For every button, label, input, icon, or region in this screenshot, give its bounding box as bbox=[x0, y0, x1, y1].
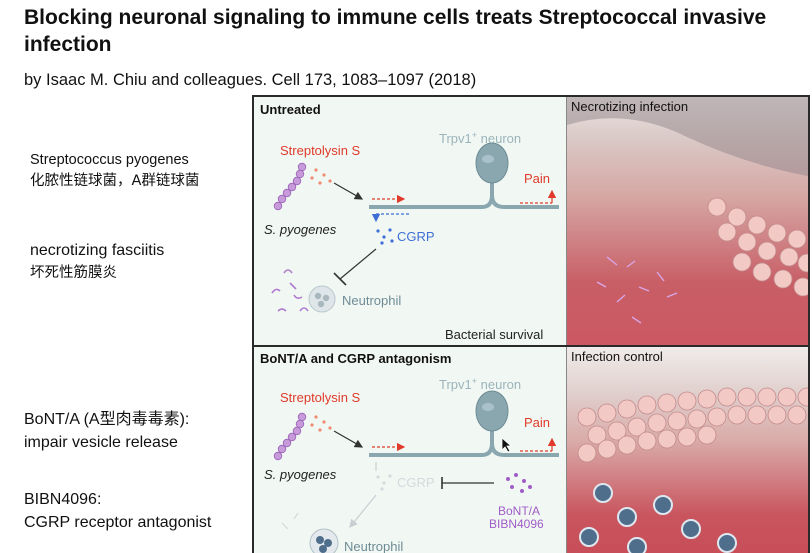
note-streptococcus: Streptococcus pyogenes 化脓性链球菌，A群链球菌 bbox=[30, 150, 199, 192]
treated-panel: BoNT/A and CGRP antagonism Streptolysin … bbox=[254, 347, 566, 553]
neuron-icon bbox=[475, 142, 509, 184]
note-line1: Streptococcus pyogenes bbox=[30, 152, 189, 168]
bacteria-chain-icon bbox=[273, 162, 307, 211]
neuron-icon bbox=[475, 390, 509, 432]
treated-schematic: Streptolysin S S. pyogenes Trpv1+ neuron… bbox=[264, 376, 559, 553]
citation: by Isaac M. Chiu and colleagues. Cell 17… bbox=[24, 71, 477, 89]
pain-label: Pain bbox=[524, 415, 550, 430]
neutrophil-arrow bbox=[349, 494, 377, 528]
panel-divider bbox=[254, 345, 808, 347]
panel-title: BoNT/A and CGRP antagonism bbox=[260, 351, 452, 366]
nerve-fiber bbox=[369, 181, 494, 209]
note-line2: CGRP receptor antagonist bbox=[24, 514, 212, 531]
toxin-dots bbox=[310, 168, 332, 185]
note-line2: impair vesicle release bbox=[24, 434, 178, 451]
neutrophil-icon bbox=[309, 528, 339, 553]
cgrp-label: CGRP bbox=[397, 229, 435, 244]
cgrp-dots-faded bbox=[376, 474, 392, 491]
tissue-cells bbox=[707, 197, 808, 297]
cgrp-label: CGRP bbox=[397, 475, 435, 490]
neutrophil-icon bbox=[308, 285, 336, 313]
bacteria-scatter-icon bbox=[271, 269, 309, 312]
drug-dots bbox=[506, 473, 532, 493]
tissue-cells bbox=[577, 387, 808, 463]
toxin-arrow bbox=[333, 182, 364, 200]
pain-label: Pain bbox=[524, 171, 550, 186]
outcome-label: Bacterial survival bbox=[445, 327, 543, 342]
streptolysin-label: Streptolysin S bbox=[280, 390, 361, 405]
neutrophil-label: Neutrophil bbox=[344, 539, 403, 553]
inhibition-line bbox=[339, 248, 377, 280]
page-title: Blocking neuronal signaling to immune ce… bbox=[24, 6, 767, 56]
streptolysin-label: Streptolysin S bbox=[280, 143, 361, 158]
note-line2: 坏死性筋膜炎 bbox=[30, 265, 117, 281]
note-fasciitis: necrotizing fasciitis 坏死性筋膜炎 bbox=[30, 239, 164, 285]
note-line2: 化脓性链球菌，A群链球菌 bbox=[30, 173, 200, 189]
untreated-schematic: Streptolysin S S. pyogenes Trpv1+ neuron bbox=[264, 130, 559, 342]
neutrophils-in-tissue bbox=[579, 483, 737, 553]
bacteria-chain-icon bbox=[273, 412, 307, 461]
necrotizing-tissue-image: Necrotizing infection bbox=[566, 97, 808, 345]
note-line1: BIBN4096: bbox=[24, 491, 102, 508]
nerve-fiber bbox=[369, 429, 494, 457]
note-bonta: BoNT/A (A型肉毒毒素): impair vesicle release bbox=[24, 408, 189, 454]
untreated-panel: Untreated Streptolysin S S. pyogenes bbox=[254, 97, 566, 345]
note-line1: necrotizing fasciitis bbox=[30, 242, 165, 259]
infection-control-image: Infection control bbox=[566, 347, 808, 553]
note-bibn: BIBN4096: CGRP receptor antagonist bbox=[24, 488, 211, 534]
mouse-cursor-icon bbox=[501, 437, 513, 453]
neuron-label: Trpv1+ neuron bbox=[439, 376, 521, 392]
pathogen-label: S. pyogenes bbox=[264, 467, 337, 482]
toxin-arrow bbox=[333, 430, 364, 448]
micro-label: Necrotizing infection bbox=[571, 99, 689, 114]
drug-label-bonta: BoNT/A bbox=[498, 504, 540, 518]
neutrophil-label: Neutrophil bbox=[342, 293, 401, 308]
graphical-abstract: Untreated Streptolysin S S. pyogenes bbox=[252, 95, 810, 553]
panel-title: Untreated bbox=[260, 102, 321, 117]
micro-label: Infection control bbox=[571, 349, 663, 364]
pathogen-label: S. pyogenes bbox=[264, 222, 337, 237]
neuron-label: Trpv1+ neuron bbox=[439, 130, 521, 146]
cgrp-dots bbox=[376, 228, 394, 245]
toxin-dots bbox=[310, 415, 332, 432]
note-line1: BoNT/A (A型肉毒毒素): bbox=[24, 411, 190, 428]
bacteria-invasion bbox=[596, 256, 678, 324]
drug-label-bibn: BIBN4096 bbox=[489, 517, 544, 531]
